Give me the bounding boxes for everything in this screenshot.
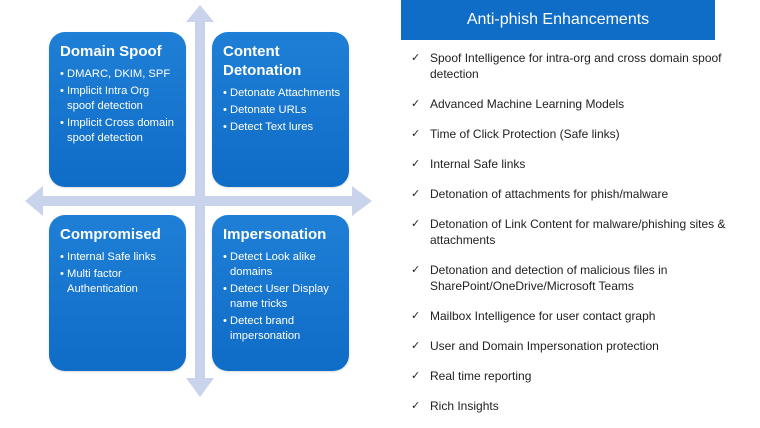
quadrant-item: Detect Text lures <box>223 120 341 135</box>
quadrant-list: DMARC, DKIM, SPF Implicit Intra Org spoo… <box>60 67 178 146</box>
quadrant-title: Compromised <box>60 226 161 243</box>
enhancement-text: Internal Safe links <box>430 157 526 171</box>
quadrant-item: Multi factor Authentication <box>60 267 178 297</box>
check-icon: ✓ <box>411 98 421 110</box>
enhancement-item: ✓ Spoof Intelligence for intra-org and cr… <box>411 50 731 82</box>
enhancement-text: Spoof Intelligence for intra-org and cro… <box>430 51 722 81</box>
check-icon: ✓ <box>411 218 421 230</box>
check-icon: ✓ <box>411 400 421 412</box>
quadrant-domain-spoof: Domain Spoof DMARC, DKIM, SPF Implicit I… <box>49 32 186 187</box>
enhancement-text: Mailbox Intelligence for user contact gr… <box>430 309 656 323</box>
enhancement-item: ✓ Internal Safe links <box>411 156 731 172</box>
axes-diagram <box>25 5 372 397</box>
horizontal-axis-arrow <box>25 186 372 216</box>
enhancement-item: ✓ Detonation and detection of malicious f… <box>411 262 731 294</box>
check-icon: ✓ <box>411 188 421 200</box>
enhancement-item: ✓ Detonation of attachments for phish/mal… <box>411 186 731 202</box>
quadrant-title: Domain Spoof <box>60 43 162 60</box>
check-icon: ✓ <box>411 370 421 382</box>
check-icon: ✓ <box>411 264 421 276</box>
quadrant-list: Internal Safe links Multi factor Authent… <box>60 250 178 297</box>
enhancement-item: ✓ User and Domain Impersonation protectio… <box>411 338 731 354</box>
enhancement-text: User and Domain Impersonation protection <box>430 339 659 353</box>
quadrant-item: Detonate Attachments <box>223 86 341 101</box>
quadrant-item: Implicit Intra Org spoof detection <box>60 84 178 114</box>
enhancement-text: Advanced Machine Learning Models <box>430 97 625 111</box>
quadrant-item: Internal Safe links <box>60 250 178 265</box>
quadrant-content-detonation: Content Detonation Detonate Attachments … <box>212 32 349 187</box>
quadrant-list: Detect Look alike domains Detect User Di… <box>223 250 341 344</box>
quadrant-item: Detect brand impersonation <box>223 314 341 344</box>
quadrant-item: Detect User Display name tricks <box>223 282 341 312</box>
enhancement-text: Time of Click Protection (Safe links) <box>430 127 620 141</box>
check-icon: ✓ <box>411 52 421 64</box>
quadrant-item: Detect Look alike domains <box>223 250 341 280</box>
quadrant-item: Detonate URLs <box>223 103 341 118</box>
check-icon: ✓ <box>411 158 421 170</box>
enhancement-item: ✓ Mailbox Intelligence for user contact g… <box>411 308 731 324</box>
enhancement-text: Detonation of attachments for phish/malw… <box>430 187 669 201</box>
enhancement-item: ✓ Time of Click Protection (Safe links) <box>411 126 731 142</box>
enhancement-text: Rich Insights <box>430 399 499 413</box>
check-icon: ✓ <box>411 310 421 322</box>
quadrant-list: Detonate Attachments Detonate URLs Detec… <box>223 86 341 135</box>
enhancements-header: Anti-phish Enhancements <box>401 0 715 40</box>
quadrant-item: Implicit Cross domain spoof detection <box>60 116 178 146</box>
enhancement-text: Detonation and detection of malicious fi… <box>430 263 668 293</box>
quadrant-item: DMARC, DKIM, SPF <box>60 67 178 82</box>
enhancements-list: ✓ Spoof Intelligence for intra-org and cr… <box>411 50 731 428</box>
check-icon: ✓ <box>411 340 421 352</box>
quadrant-impersonation: Impersonation Detect Look alike domains … <box>212 215 349 371</box>
enhancement-item: ✓ Advanced Machine Learning Models <box>411 96 731 112</box>
quadrant-title: Content Detonation <box>223 43 302 79</box>
quadrant-title: Impersonation <box>223 226 327 243</box>
check-icon: ✓ <box>411 128 421 140</box>
enhancement-item: ✓ Detonation of Link Content for malware/… <box>411 216 731 248</box>
quadrant-compromised: Compromised Internal Safe links Multi fa… <box>49 215 186 371</box>
enhancement-item: ✓ Rich Insights <box>411 398 731 414</box>
enhancements-title: Anti-phish Enhancements <box>466 11 650 28</box>
enhancement-text: Real time reporting <box>430 369 532 383</box>
enhancement-text: Detonation of Link Content for malware/p… <box>430 217 726 247</box>
enhancement-item: ✓ Real time reporting <box>411 368 731 384</box>
